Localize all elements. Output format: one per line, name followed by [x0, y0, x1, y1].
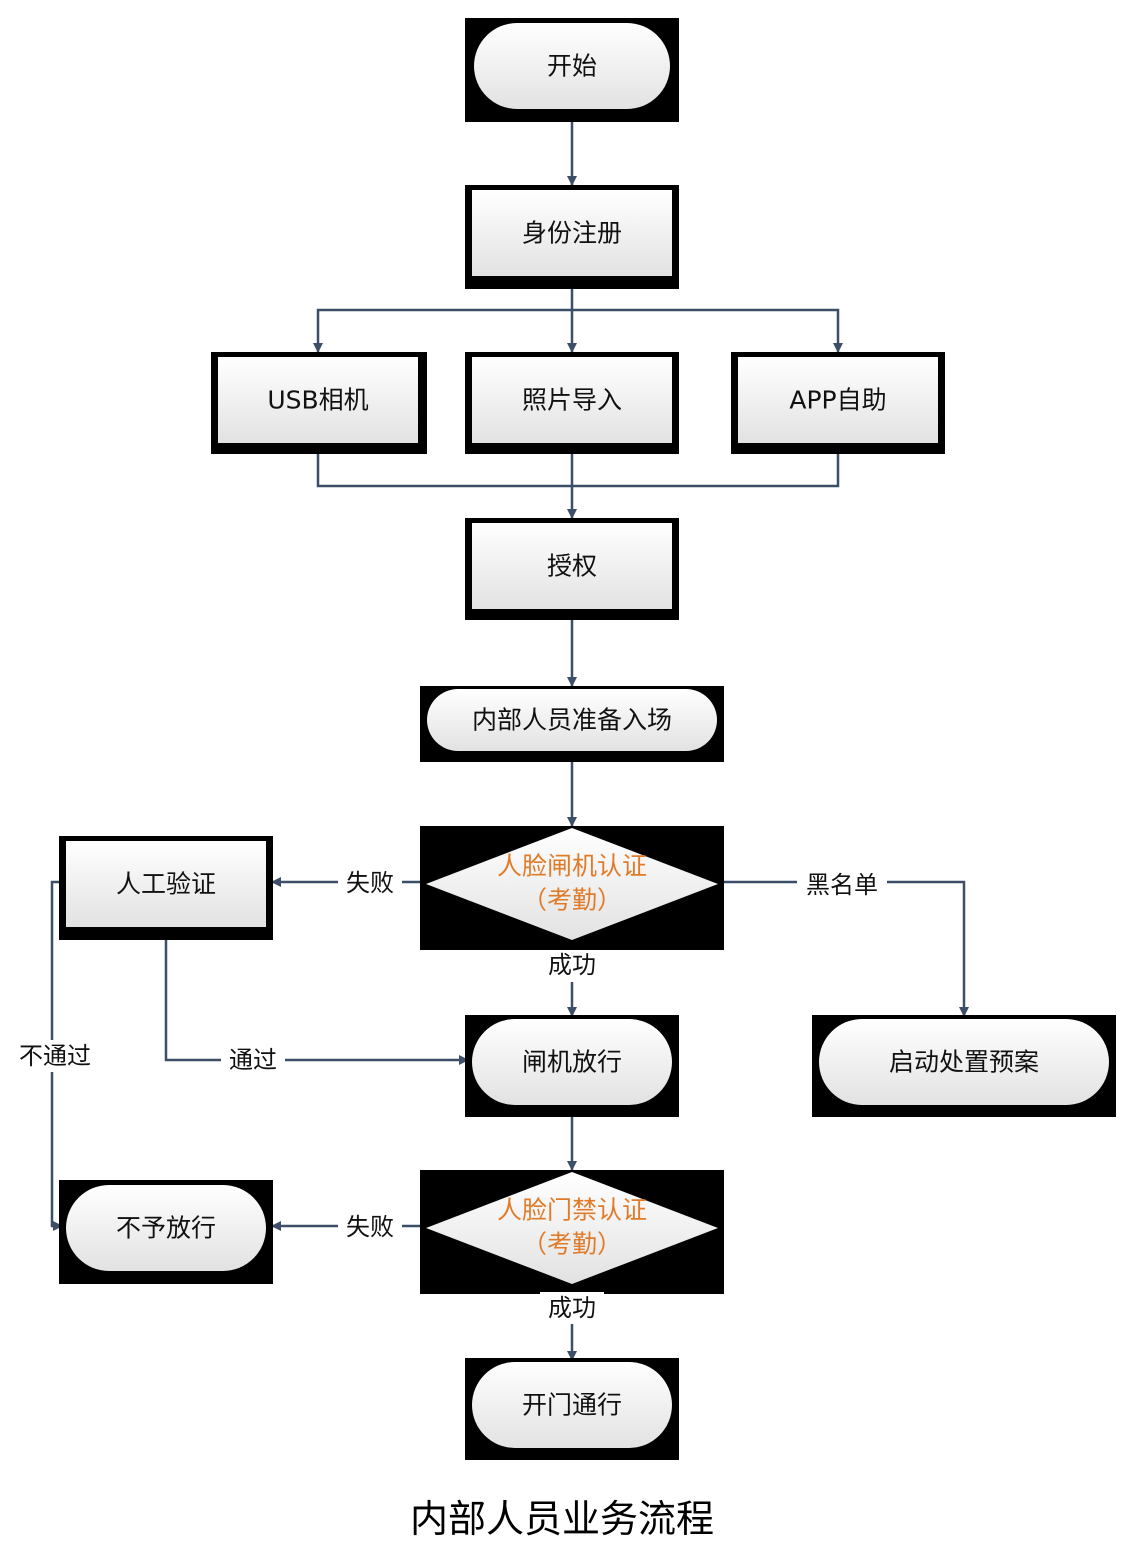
- node-start: 开始: [465, 18, 679, 122]
- edge-register-usb: [313, 308, 572, 353]
- node-register: 身份注册: [465, 185, 679, 289]
- node-manual-verify-label: 人工验证: [116, 870, 216, 899]
- node-face-gate-line2: （考勤）: [522, 886, 622, 915]
- node-deny-label: 不予放行: [116, 1214, 216, 1243]
- node-face-door: 人脸门禁认证 （考勤）: [420, 1170, 724, 1294]
- node-prepare-entry-label: 内部人员准备入场: [472, 706, 672, 735]
- node-emergency-plan-label: 启动处置预案: [889, 1048, 1039, 1077]
- edge-usb-merge: [316, 453, 572, 488]
- node-app-self-label: APP自助: [789, 386, 886, 415]
- edge-label-pass: 通过: [229, 1046, 277, 1074]
- edge-labels: 失败 黑名单 成功 不通过 通过 失败 成功: [12, 866, 887, 1324]
- node-usb-camera: USB相机: [211, 352, 427, 454]
- node-photo-import-label: 照片导入: [522, 386, 622, 415]
- edge-label-success-1: 成功: [548, 951, 596, 979]
- node-authorize-label: 授权: [547, 552, 597, 581]
- node-authorize: 授权: [465, 518, 679, 620]
- node-gate-pass: 闸机放行: [465, 1015, 679, 1117]
- node-prepare-entry: 内部人员准备入场: [420, 686, 724, 762]
- node-face-door-line2: （考勤）: [522, 1230, 622, 1259]
- edge-label-fail-1: 失败: [346, 869, 394, 897]
- node-open-door-label: 开门通行: [522, 1391, 622, 1420]
- edge-manual-pass: [164, 937, 469, 1065]
- edge-label-success-2: 成功: [548, 1294, 596, 1322]
- node-emergency-plan: 启动处置预案: [812, 1015, 1116, 1117]
- node-face-door-line1: 人脸门禁认证: [497, 1196, 647, 1225]
- node-usb-camera-label: USB相机: [267, 386, 368, 415]
- node-manual-verify: 人工验证: [59, 836, 273, 940]
- edge-label-fail-2: 失败: [346, 1213, 394, 1241]
- node-face-gate-line1: 人脸闸机认证: [497, 852, 647, 881]
- node-deny: 不予放行: [59, 1180, 273, 1284]
- node-open-door: 开门通行: [465, 1358, 679, 1460]
- edge-label-blacklist: 黑名单: [806, 871, 878, 899]
- edge-app-merge: [572, 453, 840, 488]
- edge-facegate-blacklist: [718, 880, 969, 1017]
- node-gate-pass-label: 闸机放行: [522, 1048, 622, 1077]
- node-photo-import: 照片导入: [465, 352, 679, 454]
- edge-register-app: [572, 308, 843, 353]
- node-register-label: 身份注册: [522, 219, 622, 248]
- node-face-gate: 人脸闸机认证 （考勤）: [420, 826, 724, 950]
- node-app-self: APP自助: [731, 352, 945, 454]
- diagram-caption: 内部人员业务流程: [409, 1497, 714, 1541]
- edge-label-not-pass: 不通过: [19, 1042, 91, 1070]
- node-start-label: 开始: [547, 52, 597, 81]
